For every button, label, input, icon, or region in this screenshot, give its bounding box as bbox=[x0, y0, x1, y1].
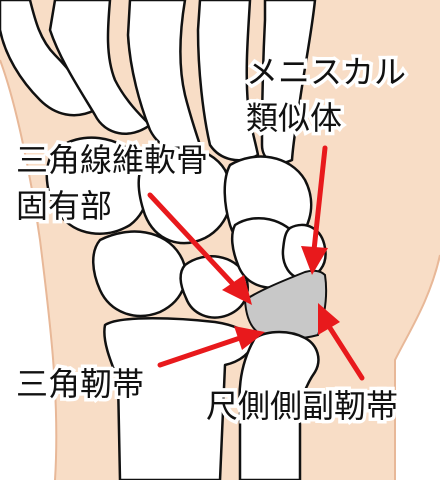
label-tfcc-proper-line2: 固有部 bbox=[12, 184, 115, 229]
metacarpal-bones bbox=[0, 0, 317, 165]
label-tfcc-proper-line1: 三角線維軟骨 bbox=[12, 138, 211, 183]
arrow-ulnar-collateral bbox=[327, 325, 365, 381]
pointer-arrows bbox=[147, 145, 365, 381]
arrow-tfcc-proper bbox=[147, 192, 235, 286]
label-triangular-ligament: 三角靭帯 bbox=[12, 362, 147, 407]
skin-edge-left bbox=[0, 59, 58, 480]
arrow-ulnar-collateral-head bbox=[318, 303, 340, 335]
ulna-bone bbox=[238, 330, 320, 480]
label-meniscus-homologue-line1: メニスカル bbox=[242, 50, 409, 95]
label-meniscus-homologue-line2: 類似体 bbox=[242, 96, 345, 141]
skin-edge-right bbox=[394, 254, 440, 480]
arrow-tfcc-proper-head bbox=[222, 275, 252, 305]
carpal-bones bbox=[45, 136, 327, 319]
arrow-triangular-ligament bbox=[157, 335, 243, 368]
arrow-meniscus-homologue bbox=[311, 145, 328, 253]
arrow-meniscus-homologue-head bbox=[301, 246, 328, 275]
label-ulnar-collateral-ligament: 尺側側副靭帯 bbox=[202, 384, 401, 429]
arrow-triangular-ligament-head bbox=[234, 326, 265, 350]
forearm-bones bbox=[103, 317, 320, 480]
